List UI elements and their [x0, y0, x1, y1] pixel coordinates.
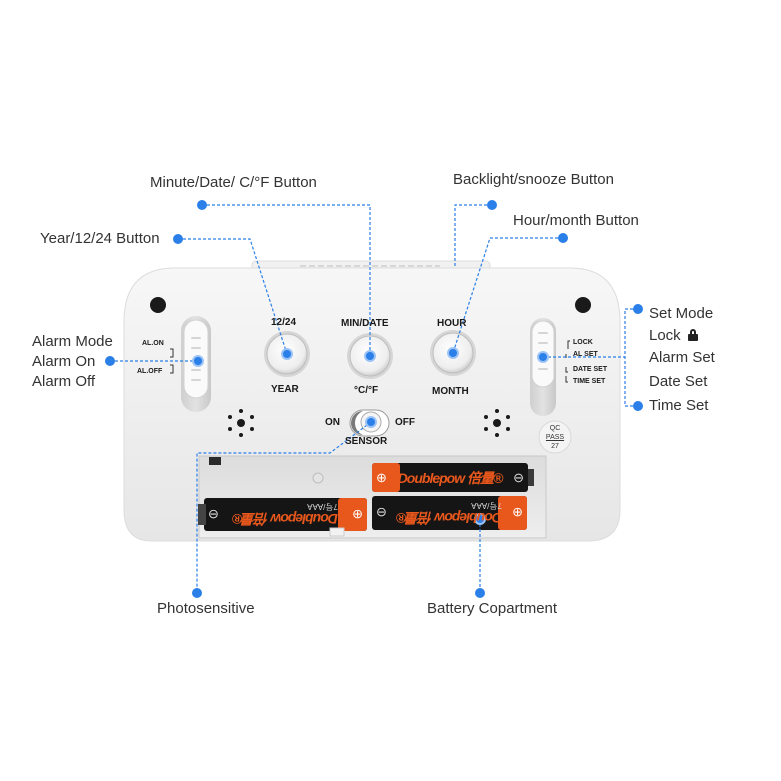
- leader-hour: [452, 237, 563, 354]
- dot-set-mode: [633, 304, 643, 314]
- battery-right-plus: ⊕: [512, 505, 523, 521]
- dot-minute: [197, 200, 207, 210]
- photosensor-window: [209, 457, 221, 465]
- dot-btn-hour: [447, 347, 459, 359]
- compartment-screw: [312, 472, 324, 484]
- battery-right-text: ⊕ Doublepow 倍量® 7号/AAA ⊖: [372, 496, 527, 530]
- battery-top-minus: ⊖: [513, 470, 524, 485]
- sensor-on-label: ON: [325, 417, 340, 428]
- dot-btn-year: [281, 348, 293, 360]
- label-hour-month: Hour/month Button: [513, 212, 639, 229]
- dot-backlight: [487, 200, 497, 210]
- btn-hour-bottom: MONTH: [432, 386, 469, 397]
- dot-alarm-switch: [192, 355, 204, 367]
- qc-line-2: PASS: [545, 434, 565, 441]
- sensor-off-label: OFF: [395, 417, 415, 428]
- label-photosensitive: Photosensitive: [157, 600, 255, 617]
- dot-alarm: [105, 356, 115, 366]
- qc-line-1: QC: [549, 425, 561, 432]
- dot-battery: [475, 588, 485, 598]
- dot-btn-min: [364, 350, 376, 362]
- qc-text: QC PASS 27: [541, 424, 569, 451]
- label-alarm-set: Alarm Set: [649, 349, 715, 366]
- label-battery: Battery Copartment: [427, 600, 558, 617]
- btn-min-top: MIN/DATE: [341, 318, 389, 329]
- battery-bottom-right: [372, 496, 527, 530]
- alarm-switch-brackets: [170, 348, 174, 374]
- label-lock: Lock: [649, 327, 681, 344]
- btn-hour-top: HOUR: [437, 318, 467, 329]
- battery-left-label: Doublepow 倍量® 7号/AAA: [233, 502, 338, 528]
- btn-year-top: 12/24: [271, 317, 297, 328]
- al-off-label: AL.OFF: [137, 368, 163, 375]
- btn-min-bottom: °C/°F: [354, 385, 379, 396]
- mode-switch-brackets: [565, 340, 570, 383]
- mode-timeset-label: TIME SET: [573, 378, 606, 385]
- leader-year: [178, 238, 288, 355]
- label-alarm-on: Alarm On: [32, 353, 96, 370]
- leader-mode-bracket: [624, 308, 638, 407]
- qc-sticker: [538, 420, 572, 454]
- battery-right-spec: 7号/AAA: [471, 501, 502, 510]
- leader-minute: [202, 204, 371, 356]
- battery-left-spec: 7号/AAA: [307, 502, 338, 512]
- dot-sensor: [365, 416, 377, 428]
- alarm-switch-grip: [191, 337, 201, 381]
- mode-lock-label: LOCK: [573, 339, 593, 346]
- qc-line-3: 27: [551, 443, 559, 450]
- battery-top-text: ⊕ Doublepow 倍量® ⊖: [372, 463, 528, 492]
- leader-backlight: [454, 204, 492, 266]
- battery-top-plus: ⊕: [376, 470, 387, 485]
- mode-switch-grip: [538, 332, 548, 370]
- mode-dateset-label: DATE SET: [573, 366, 608, 373]
- label-year: Year/12/24 Button: [40, 230, 160, 247]
- battery-right-label: Doublepow 倍量® 7号/AAA: [397, 500, 502, 526]
- battery-left-brand: Doublepow 倍量®: [233, 511, 338, 528]
- battery-left-text: ⊕ Doublepow 倍量® 7号/AAA ⊖: [204, 498, 367, 531]
- label-alarm-off: Alarm Off: [32, 373, 96, 390]
- dot-year: [173, 234, 183, 244]
- dot-mode-switch: [537, 351, 549, 363]
- dot-time-set: [633, 401, 643, 411]
- label-minute-date: Minute/Date/ C/°F Button: [150, 174, 317, 191]
- label-lock-row: Lock: [649, 327, 698, 345]
- leader-photo: [196, 421, 372, 593]
- compartment-tab: [329, 527, 345, 537]
- battery-right-minus: ⊖: [376, 505, 387, 521]
- battery-top-brand: Doublepow 倍量®: [397, 469, 504, 486]
- speaker-right: [484, 409, 510, 437]
- mount-hole-left: [150, 297, 166, 313]
- battery-top: [372, 463, 534, 492]
- speaker-left: [228, 409, 254, 437]
- battery-left-plus: ⊕: [352, 507, 363, 522]
- dot-photosensitive: [192, 588, 202, 598]
- dot-hour: [558, 233, 568, 243]
- battery-right-brand: Doublepow 倍量®: [397, 510, 502, 526]
- btn-year-bottom: YEAR: [271, 384, 299, 395]
- dot-battery-comp: [474, 513, 486, 525]
- label-backlight: Backlight/snooze Button: [453, 171, 614, 188]
- al-on-label: AL.ON: [142, 340, 164, 347]
- lock-icon: [687, 329, 698, 341]
- battery-left-minus: ⊖: [208, 507, 219, 522]
- label-alarm-mode: Alarm Mode: [32, 333, 113, 350]
- mode-alset-label: AL SET: [573, 351, 598, 358]
- label-time-set: Time Set: [649, 397, 709, 414]
- label-date-set: Date Set: [649, 373, 708, 390]
- sensor-label: SENSOR: [345, 436, 388, 447]
- label-set-mode: Set Mode: [649, 305, 714, 322]
- battery-bottom-left: [198, 498, 367, 531]
- mount-hole-right: [575, 297, 591, 313]
